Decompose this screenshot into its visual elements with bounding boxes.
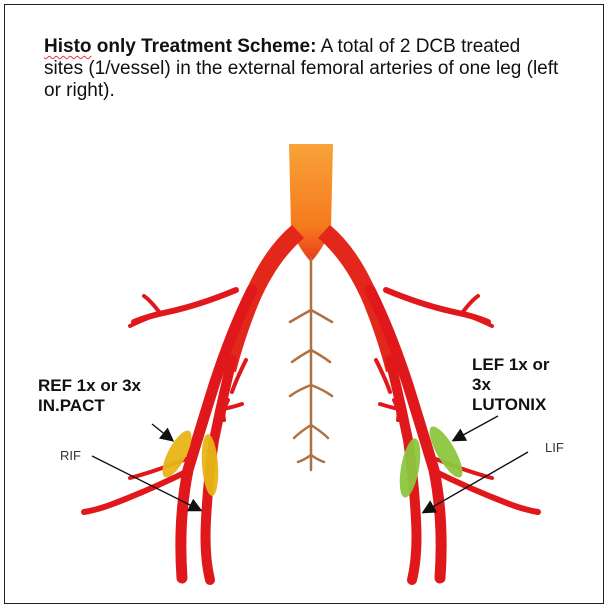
rif-label: RIF	[60, 448, 81, 463]
median-branch-l3	[290, 385, 311, 396]
lef-label-line2: 3x	[472, 375, 549, 395]
median-branch-r5	[311, 455, 324, 462]
lef-label-line1: LEF 1x or	[472, 355, 549, 375]
median-branch-r4	[311, 425, 328, 438]
left-common-iliac	[222, 225, 304, 372]
left-lateral-tip-1	[144, 296, 160, 313]
ref-label-line2: IN.PACT	[38, 396, 141, 416]
ref-label-line1: REF 1x or 3x	[38, 376, 141, 396]
median-branch-r2	[311, 350, 330, 362]
median-branch-l5	[298, 455, 311, 462]
median-branch-l1	[290, 310, 311, 322]
median-branch-r3	[311, 385, 332, 396]
lef-label-line3: LUTONIX	[472, 395, 549, 415]
right-common-iliac	[318, 225, 400, 372]
ref-label: REF 1x or 3x IN.PACT	[38, 376, 141, 416]
median-branch-l2	[292, 350, 311, 362]
right-lateral-tip-1	[462, 296, 478, 313]
lef-label: LEF 1x or 3x LUTONIX	[472, 355, 549, 415]
lef-treated-site-1	[396, 437, 424, 499]
lif-label: LIF	[545, 440, 564, 455]
lef-arrow	[454, 416, 498, 440]
ref-arrow	[152, 424, 172, 440]
median-branch-r1	[311, 310, 332, 322]
median-branch-l4	[294, 425, 311, 438]
